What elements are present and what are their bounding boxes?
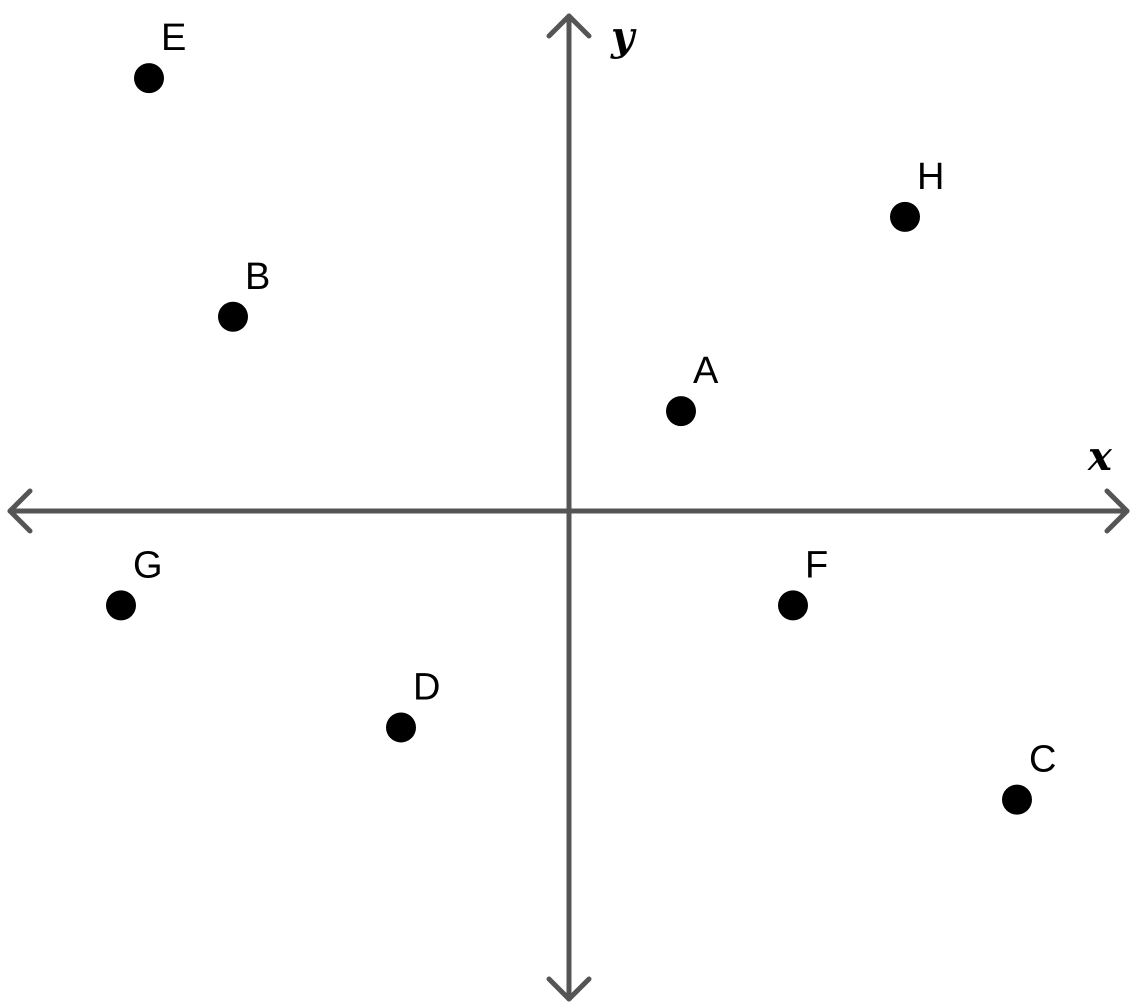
point-d — [386, 712, 416, 743]
point-label-e: E — [161, 17, 186, 59]
y-axis-arrow-top — [546, 13, 592, 39]
points-layer: A B C D E F G H — [106, 17, 1056, 815]
x-axis-arrow-right — [1104, 488, 1130, 534]
point-h — [890, 201, 920, 232]
point-label-f: F — [805, 544, 828, 586]
point-f — [778, 590, 808, 621]
y-axis-label: y — [610, 13, 637, 60]
point-label-c: C — [1029, 739, 1056, 781]
point-label-b: B — [245, 256, 270, 298]
x-axis-label: x — [1087, 433, 1113, 480]
point-a — [666, 396, 696, 427]
y-axis-arrow-bottom — [546, 976, 592, 1002]
point-label-a: A — [693, 350, 719, 392]
point-c — [1002, 784, 1032, 815]
point-label-g: G — [133, 544, 163, 586]
axes: x y — [7, 13, 1130, 1002]
point-e — [134, 63, 164, 94]
point-label-h: H — [917, 156, 944, 198]
x-axis-arrow-left — [7, 488, 33, 534]
point-label-d: D — [413, 666, 440, 708]
point-g — [106, 590, 136, 621]
point-b — [218, 301, 248, 332]
